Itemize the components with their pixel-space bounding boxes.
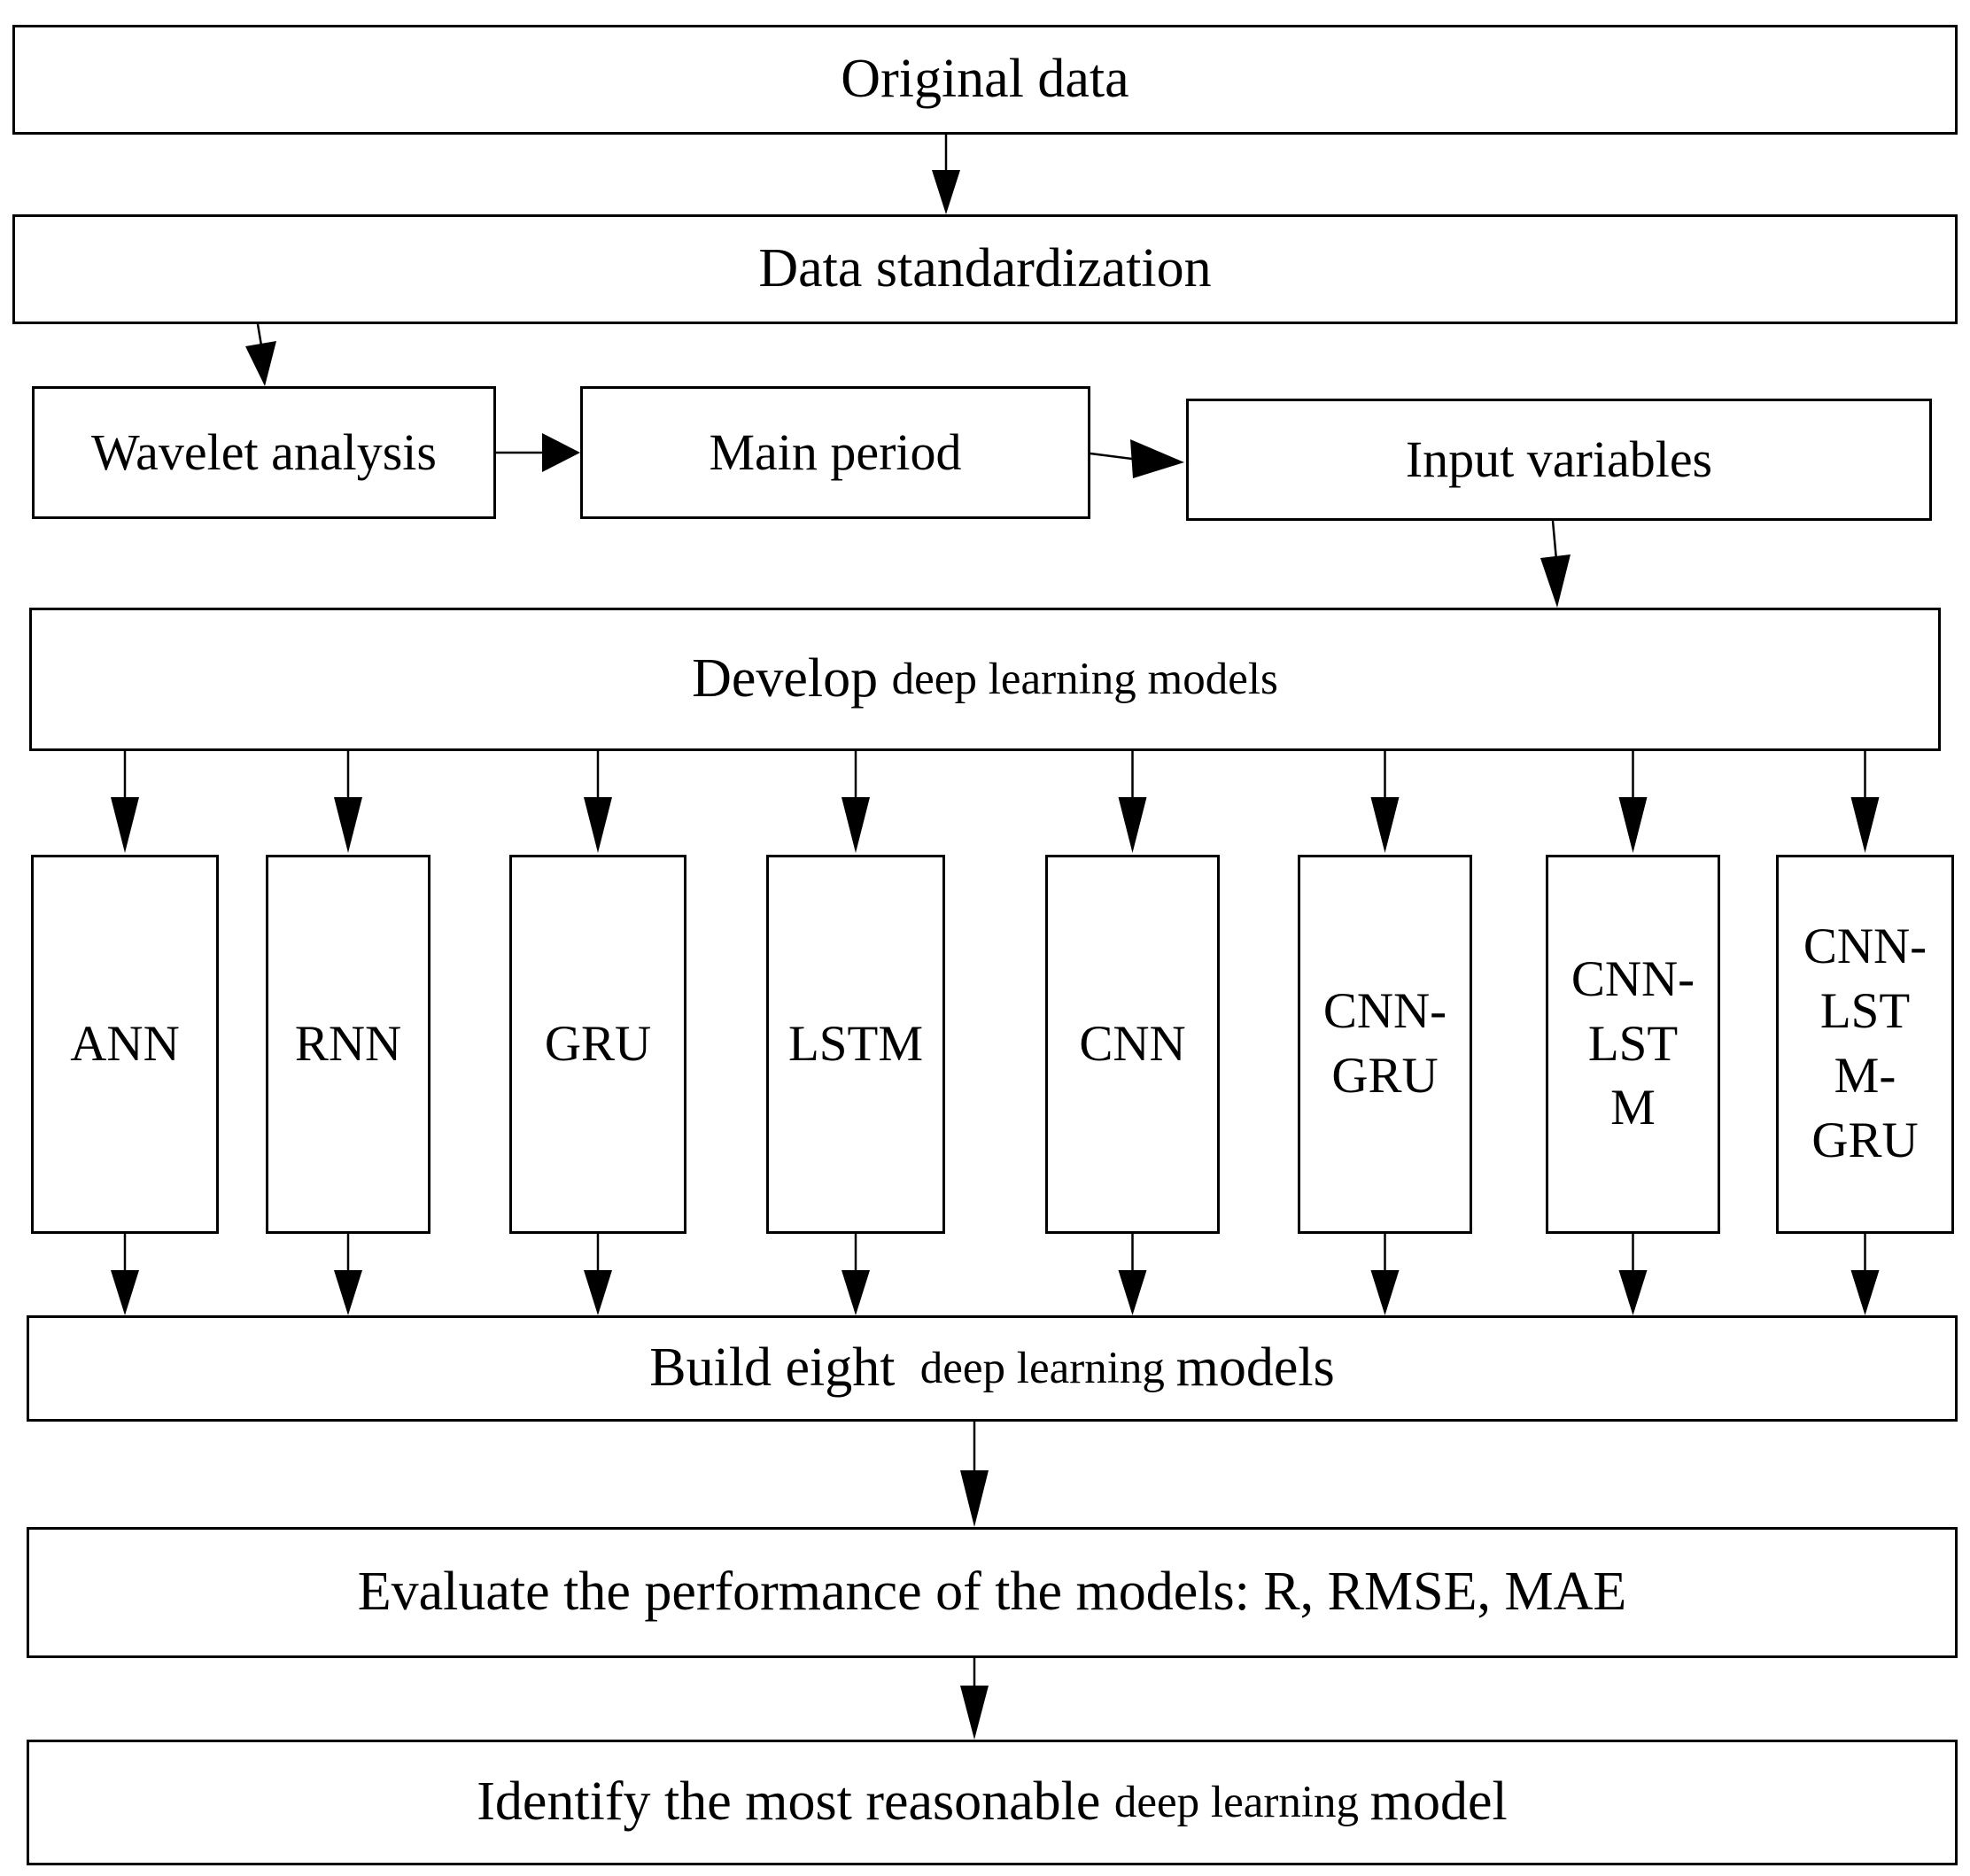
box-identify-model: Identify the most reasonable deep learni… <box>27 1740 1958 1865</box>
model-box-ann: ANN <box>31 855 219 1234</box>
model-box-cnn: CNN <box>1045 855 1220 1234</box>
arrow-develop-to-cnn-lstm-gru <box>1850 751 1880 853</box>
box-main-period-label: Main period <box>709 422 962 481</box>
model-box-label-line: CNN- <box>1322 983 1447 1040</box>
model-box-cnn-gru: CNN- GRU <box>1298 855 1472 1234</box>
arrow-cnn-lstm-to-build <box>1618 1234 1648 1315</box>
model-box-label-line: RNN <box>294 1015 402 1072</box>
arrow-mainperiod-to-inputvariables <box>1090 439 1184 478</box>
box-build-models-label-tail: models <box>1175 1337 1335 1399</box>
box-input-variables: Input variables <box>1186 399 1932 521</box>
box-input-variables-label: Input variables <box>1405 430 1713 488</box>
arrow-rnn-to-build <box>334 1234 362 1315</box>
arrow-ann-to-build <box>111 1234 139 1315</box>
box-develop-models-label-sub: deep learning models <box>891 654 1278 704</box>
arrow-cnn-gru-to-build <box>1370 1234 1400 1315</box>
box-original-data: Original data <box>12 25 1958 135</box>
model-box-cnn-lstm: CNN- LST M <box>1546 855 1720 1234</box>
model-box-label-line: LST <box>1819 983 1911 1040</box>
arrow-cnn-lstm-gru-to-build <box>1850 1234 1880 1315</box>
box-data-standardization-label: Data standardization <box>758 238 1212 299</box>
model-box-label-line: M <box>1610 1080 1656 1136</box>
model-box-gru: GRU <box>509 855 686 1234</box>
box-wavelet-analysis-label: Wavelet analysis <box>91 422 437 481</box>
box-wavelet-analysis: Wavelet analysis <box>32 386 496 519</box>
box-build-models-label-sub: deep learning <box>909 1343 1176 1393</box>
model-box-label-line: CNN- <box>1571 950 1695 1007</box>
box-evaluate-performance: Evaluate the performance of the models: … <box>27 1527 1958 1658</box>
model-box-label-line: CNN- <box>1803 919 1927 975</box>
box-develop-models: Develop deep learning models <box>29 608 1941 751</box>
box-build-models-label-main: Build eight <box>649 1337 910 1399</box>
model-box-lstm: LSTM <box>766 855 945 1234</box>
arrow-evaluate-to-identify <box>960 1658 989 1740</box>
box-identify-model-label-main: Identify the most reasonable <box>477 1771 1114 1833</box>
arrow-lstm-to-build <box>842 1234 870 1315</box>
box-build-models: Build eight deep learning models <box>27 1315 1958 1422</box>
box-data-standardization: Data standardization <box>12 214 1958 324</box>
arrow-develop-to-gru <box>584 751 612 853</box>
arrow-original-to-standardization <box>932 135 960 214</box>
arrow-wavelet-to-mainperiod <box>496 433 580 472</box>
box-main-period: Main period <box>580 386 1090 519</box>
box-develop-models-label-main: Develop <box>692 648 892 709</box>
arrow-develop-to-cnn-gru <box>1370 751 1400 853</box>
box-identify-model-label-sub: deep learning <box>1113 1777 1370 1827</box>
model-box-label-line: GRU <box>544 1015 652 1072</box>
arrow-cnn-to-build <box>1118 1234 1147 1315</box>
arrow-develop-to-rnn <box>334 751 362 853</box>
model-box-label-line: ANN <box>70 1015 180 1072</box>
model-box-cnn-lstm-gru: CNN- LST M- GRU <box>1776 855 1954 1234</box>
model-box-label-line: GRU <box>1811 1112 1919 1168</box>
box-identify-model-label-tail: model <box>1369 1771 1508 1833</box>
arrow-build-to-evaluate <box>960 1422 989 1527</box>
model-box-label-line: M- <box>1834 1048 1896 1104</box>
arrow-inputvariables-to-develop <box>1540 520 1571 608</box>
model-box-label-line: CNN <box>1079 1015 1186 1072</box>
model-box-label-line: GRU <box>1331 1048 1439 1104</box>
arrow-standardization-to-wavelet <box>245 323 276 386</box>
arrow-develop-to-cnn-lstm <box>1618 751 1648 853</box>
model-box-label-line: LST <box>1587 1015 1679 1072</box>
arrow-develop-to-cnn <box>1118 751 1147 853</box>
box-original-data-label: Original data <box>841 49 1129 110</box>
model-box-label-line: LSTM <box>787 1015 924 1072</box>
arrow-develop-to-ann <box>111 751 139 853</box>
box-evaluate-performance-label: Evaluate the performance of the models: … <box>357 1562 1627 1623</box>
model-box-rnn: RNN <box>266 855 430 1234</box>
arrow-develop-to-lstm <box>842 751 870 853</box>
arrow-gru-to-build <box>584 1234 612 1315</box>
